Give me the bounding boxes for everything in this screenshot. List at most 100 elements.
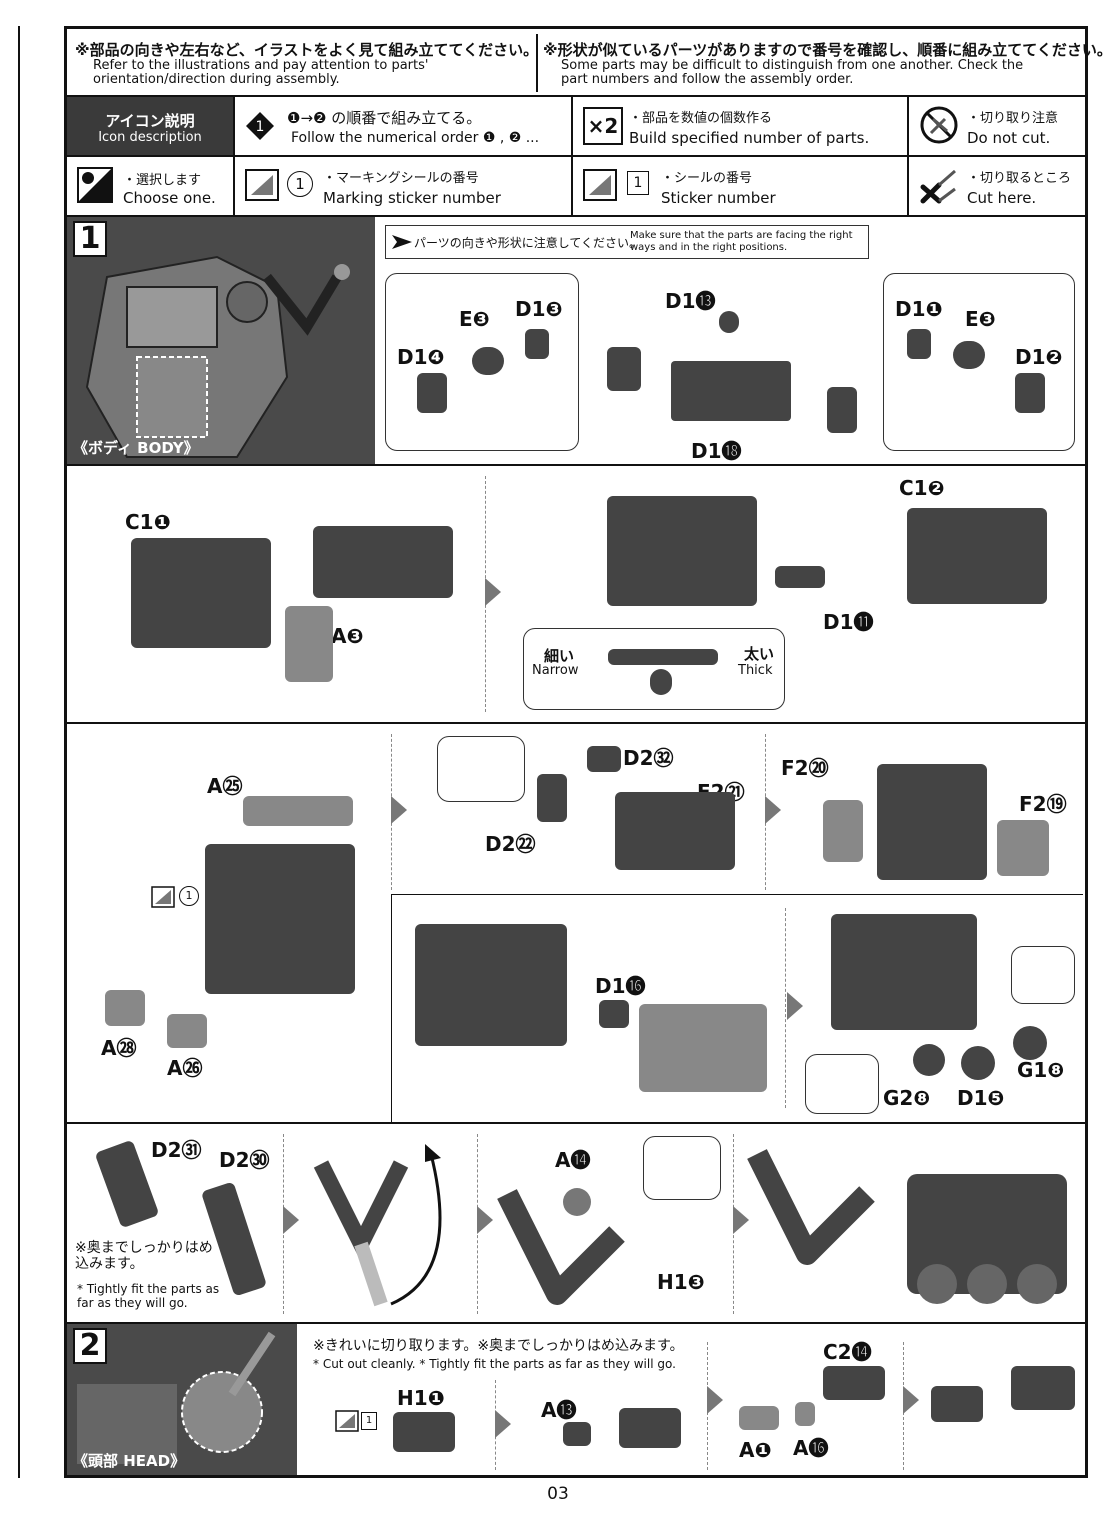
tight-fit-en: * Tightly fit the parts as far as they w… [77, 1282, 220, 1310]
do-not-cut-en: Do not cut. [967, 129, 1051, 147]
build-count-jp: ・部品を数値の個数作る [629, 111, 773, 126]
head-complete [931, 1386, 983, 1422]
part-label: A❸ [331, 624, 364, 648]
part-label: C1❷ [899, 476, 945, 500]
part-label: C2⓮ [823, 1340, 872, 1364]
step2-note-jp: ※きれいに切り取ります。※奥までしっかりはめ込みます。 [313, 1338, 684, 1354]
head-complete-part [1011, 1366, 1075, 1410]
part-label: F2⑳ [781, 756, 829, 780]
part-label: F2⑲ [1019, 792, 1067, 816]
part-d16 [599, 1000, 629, 1028]
order-en: Follow the numerical order ❶ , ❷ ... [291, 130, 540, 146]
part-label: A⓰ [793, 1436, 829, 1460]
part-label: G2❽ [883, 1086, 931, 1110]
part-label: A㉖ [167, 1056, 203, 1080]
part-label: D1⓰ [595, 974, 646, 998]
part-drawing [827, 387, 857, 433]
part-label: D1⓲ [691, 439, 742, 463]
page-frame [64, 26, 1088, 1478]
narrow-thick-bubble: 細い Narrow 太い Thick [523, 628, 785, 710]
part-c12 [907, 508, 1047, 604]
sticker-number-box: 1 [361, 1412, 377, 1430]
svg-text:1: 1 [256, 119, 265, 135]
part-label: A⓭ [541, 1398, 577, 1422]
header-left-en: Refer to the illustrations and pay atten… [93, 58, 429, 87]
part-drawing [907, 329, 931, 359]
next-step-arrow [733, 1206, 749, 1234]
header-divider [536, 34, 538, 92]
part-a28 [105, 990, 145, 1026]
next-step-arrow [495, 1410, 511, 1438]
sticker-number-jp: ・シールの番号 [661, 171, 753, 186]
marking-sticker-en: Marking sticker number [323, 189, 501, 207]
icon-title-jp: アイコン説明 [105, 112, 195, 130]
detail-bubble [643, 1136, 721, 1200]
part-label: H1❸ [657, 1270, 705, 1294]
part-drawing [525, 329, 549, 359]
step1-body-panel: 1 《ボディ BODY》 パーツの向きや形状に注意してください。 Make su… [67, 217, 1085, 466]
next-step-arrow [283, 1206, 299, 1234]
part-f219 [997, 820, 1049, 876]
part-label: A㉕ [207, 774, 243, 798]
part-label: A㉘ [101, 1036, 137, 1060]
torso-assembly [607, 496, 757, 606]
part-label: E❸ [965, 307, 996, 331]
part-a26 [167, 1014, 207, 1048]
part-label: A❶ [739, 1438, 772, 1462]
do-not-cut-jp: ・切り取り注意 [967, 111, 1059, 126]
part-label: D1⓫ [823, 610, 874, 634]
inner-panel-border [391, 894, 1083, 895]
part-label: D1❸ [515, 297, 563, 321]
part-drawing [719, 311, 739, 333]
step1-torso-panel: C1❶ A❸ C1❷ D1⓫ 細い Narrow 太い Thick [67, 466, 1085, 724]
do-not-cut-cell: ・切り取り注意 Do not cut. [909, 97, 1085, 155]
step1-shoulder-panel: A㉕ A㉘ A㉖ 1 D2㉜ D2㉒ F2㉑ F2⑳ F2⑲ D1⓰ G2❽ D… [67, 724, 1085, 1124]
pointer-arrow-icon [392, 235, 412, 249]
order-diamond-icon: 1 [246, 112, 274, 140]
part-a3 [285, 606, 333, 682]
header-right-note: ※形状が似ているパーツがありますので番号を確認し、順番に組み立ててください。 S… [543, 29, 1112, 95]
part-d230 [200, 1181, 268, 1297]
sticker-number-box: 1 [627, 171, 649, 195]
shoulder-armor-pair [639, 1004, 767, 1092]
sticker-icon [151, 886, 175, 908]
step2-note-en: * Cut out cleanly. * Tightly fit the par… [313, 1357, 676, 1371]
icon-description-title: アイコン説明 Icon description [67, 97, 235, 155]
head-part-a16 [795, 1402, 815, 1426]
page-number: 03 [547, 1484, 569, 1504]
tight-fit-jp: ※奥までしっかりはめ込みます。 [75, 1240, 213, 1272]
part-label: D2㉛ [151, 1138, 202, 1162]
icon-description-row-2: ・選択します Choose one. 1 ・マーキングシールの番号 Markin… [67, 157, 1085, 217]
head-part-h11 [393, 1412, 455, 1452]
part-d222 [537, 774, 567, 822]
marking-sticker-jp: ・マーキングシールの番号 [323, 171, 479, 186]
shoulder-assembly [205, 844, 355, 994]
arm-attach-illustration [747, 1149, 1067, 1304]
part-label: D2㉒ [485, 832, 536, 856]
part-label: G1❽ [1017, 1058, 1065, 1082]
arm-rotation-illustration [313, 1144, 442, 1307]
next-step-arrow [903, 1386, 919, 1414]
thruster-d15 [961, 1046, 995, 1080]
head-reference-photo: 2 《頭部 HEAD》 [67, 1324, 297, 1475]
no-cut-icon [920, 106, 958, 144]
order-icon-cell: 1 ❶→❷ の順番で組み立てる。 Follow the numerical or… [235, 97, 573, 155]
panel-divider [785, 908, 786, 1108]
sticker-number-en: Sticker number [661, 189, 776, 207]
part-label: D2㉚ [219, 1148, 270, 1172]
next-step-arrow [485, 578, 501, 606]
part-a25 [243, 796, 353, 826]
narrow-jp: 細い [544, 647, 575, 665]
narrow-en: Narrow [532, 663, 579, 678]
previous-page-edge [0, 26, 20, 1478]
part-label: C1❶ [125, 510, 171, 534]
next-step-arrow [477, 1206, 493, 1234]
part-label: D1❶ [895, 297, 943, 321]
part-d111 [775, 566, 825, 588]
header-left-jp: ※部品の向きや左右など、イラストをよく見て組み立ててください。 [75, 41, 539, 59]
part-label: D1❷ [1015, 345, 1063, 369]
body-illustration [67, 217, 375, 464]
step-number: 2 [73, 1328, 107, 1364]
part-d232 [587, 746, 621, 772]
choose-one-jp: ・選択します [123, 173, 202, 188]
